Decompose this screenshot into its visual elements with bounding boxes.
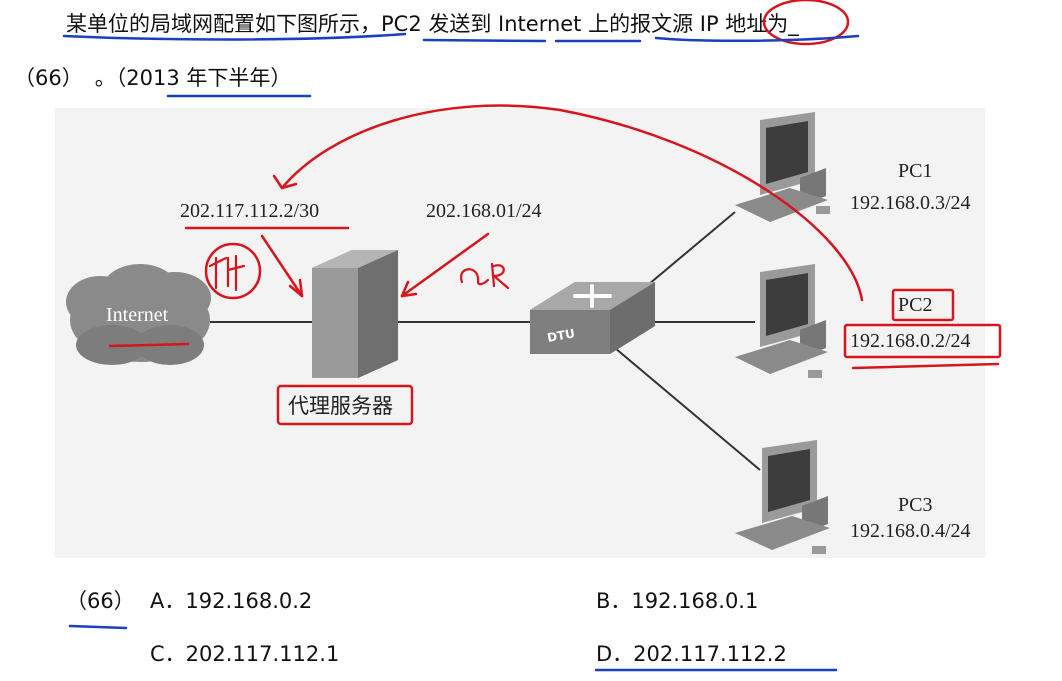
pc2-ip: 192.168.0.2/24 <box>850 330 971 352</box>
red-circle-ip <box>762 0 850 46</box>
proxy-inner-ip: 202.168.01/24 <box>426 200 542 222</box>
proxy-server-icon <box>312 250 398 378</box>
red-box-pc2-ip <box>843 323 1002 359</box>
internet-label: Internet <box>106 304 169 326</box>
option-d[interactable]: D．202.117.112.2 <box>596 638 787 668</box>
red-curve-arrow <box>280 104 864 302</box>
red-box-proxy-label <box>276 384 414 426</box>
answer-question-number: （66） <box>66 589 135 613</box>
handwritten-notes <box>208 254 510 292</box>
proxy-label: 代理服务器 <box>288 394 393 418</box>
red-underline-internet <box>108 342 190 348</box>
handwritten-inner-mark <box>459 262 510 290</box>
option-letter: A． <box>150 589 186 613</box>
red-annotations <box>108 0 1002 426</box>
pc1-name: PC1 <box>898 160 933 182</box>
option-value: 192.168.0.2 <box>185 589 313 613</box>
red-arrow-outer <box>260 234 304 298</box>
question-line-2: （66） 。（2013 年下半年） <box>14 62 291 92</box>
red-underline-pc2 <box>851 362 1000 370</box>
pc1-icon <box>735 112 830 222</box>
pc3-icon <box>735 440 830 554</box>
blue-annotations <box>62 32 860 672</box>
switch-arrows-icon <box>573 284 612 308</box>
pc3-ip: 192.168.0.4/24 <box>850 520 971 542</box>
red-curve-arrowhead <box>272 174 298 190</box>
pc1-ip: 192.168.0.3/24 <box>850 192 971 214</box>
blue-underline-2 <box>422 38 547 43</box>
option-b[interactable]: B．192.168.0.1 <box>596 585 758 615</box>
blue-underline-1 <box>62 32 407 41</box>
blue-underline-4 <box>654 34 860 43</box>
switch-label: DTU <box>546 326 576 345</box>
link-switch-pc3 <box>614 347 761 471</box>
option-value: 192.168.0.1 <box>631 589 759 613</box>
red-box-pc2-name <box>891 288 955 322</box>
blue-underline-q66 <box>68 624 128 630</box>
blank-number: （66） <box>14 66 83 90</box>
question-text: 某单位的局域网配置如下图所示，PC2 发送到 Internet 上的报文源 IP… <box>66 12 799 36</box>
question-line-1: 某单位的局域网配置如下图所示，PC2 发送到 Internet 上的报文源 IP… <box>66 8 799 38</box>
internet-cloud <box>66 264 211 365</box>
proxy-outer-ip: 202.117.112.2/30 <box>180 200 320 222</box>
option-letter: C． <box>150 642 186 666</box>
red-arrow-inner <box>400 232 490 298</box>
switch-icon: DTU <box>530 282 655 354</box>
option-letter: D． <box>596 642 634 666</box>
pc2-icon <box>735 264 828 378</box>
pc3-name: PC3 <box>898 494 933 516</box>
network-diagram <box>55 108 985 558</box>
pc2-name: PC2 <box>898 294 933 316</box>
network-links <box>210 211 761 471</box>
option-letter: B． <box>596 589 632 613</box>
red-circle-outer-note <box>204 242 262 300</box>
option-value: 202.117.112.2 <box>633 642 787 666</box>
handwritten-outer-mark <box>208 254 246 292</box>
question-suffix: 。（2013 年下半年） <box>94 66 292 90</box>
option-a[interactable]: A．192.168.0.2 <box>150 585 312 615</box>
option-c[interactable]: C．202.117.112.1 <box>150 638 339 668</box>
option-value: 202.117.112.1 <box>185 642 340 666</box>
